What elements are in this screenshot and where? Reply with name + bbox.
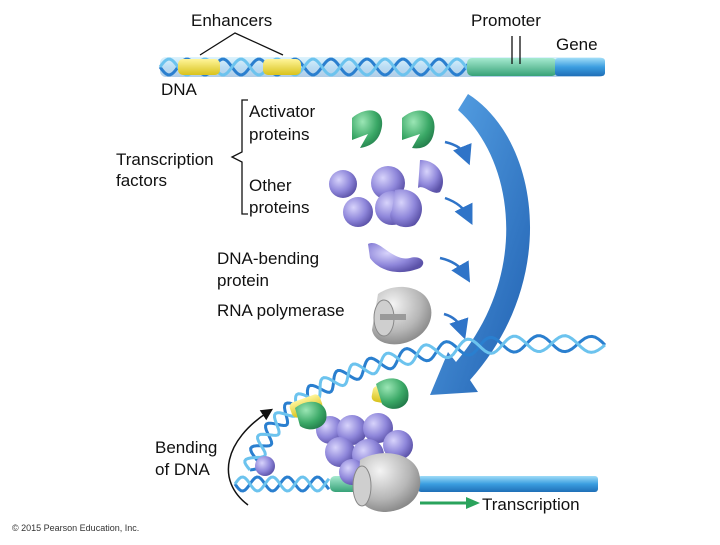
enhancers-label: Enhancers xyxy=(191,11,273,30)
gene-label: Gene xyxy=(556,35,598,54)
dna-bending-protein xyxy=(368,243,424,273)
rna-polymerase-label: RNA polymerase xyxy=(217,301,345,320)
transcription-complex xyxy=(255,378,421,512)
promoter-label: Promoter xyxy=(471,11,541,30)
bent-dna-loop xyxy=(233,334,607,493)
other-proteins-label-line2: proteins xyxy=(249,198,310,217)
transcription-factors-bracket xyxy=(230,99,248,215)
top-dna-strand xyxy=(158,57,605,77)
other-proteins xyxy=(329,160,444,228)
activator-label-line2: proteins xyxy=(249,125,310,144)
bending-arrow xyxy=(227,408,274,506)
enhancer-pointer-lines xyxy=(199,32,284,56)
activator-label-line1: Activator xyxy=(249,102,316,121)
transcription-factors-label-line2: factors xyxy=(116,171,168,190)
gene-region xyxy=(555,58,605,76)
small-blue-arrows xyxy=(439,140,473,340)
promoter-pointer-lines xyxy=(511,36,521,64)
transcription-label: Transcription xyxy=(482,495,580,514)
other-proteins-label-line1: Other xyxy=(249,176,292,195)
activator-proteins xyxy=(352,110,435,149)
enhancer-region-2 xyxy=(263,59,301,75)
dna-bending-label-line2: protein xyxy=(217,271,269,290)
dna-bending-label-line1: DNA-bending xyxy=(217,249,320,268)
process-arrow xyxy=(430,94,531,395)
promoter-region xyxy=(467,58,557,76)
transcription-arrow-head xyxy=(466,497,480,509)
transcription-factors-label-line1: Transcription xyxy=(116,150,214,169)
bending-label-line1: Bending xyxy=(155,438,218,457)
rna-polymerase xyxy=(372,286,432,345)
enhancer-region-1 xyxy=(178,59,220,75)
copyright-notice: © 2015 Pearson Education, Inc. xyxy=(12,523,140,533)
bending-label-line2: of DNA xyxy=(155,460,210,479)
dna-label: DNA xyxy=(161,80,197,99)
